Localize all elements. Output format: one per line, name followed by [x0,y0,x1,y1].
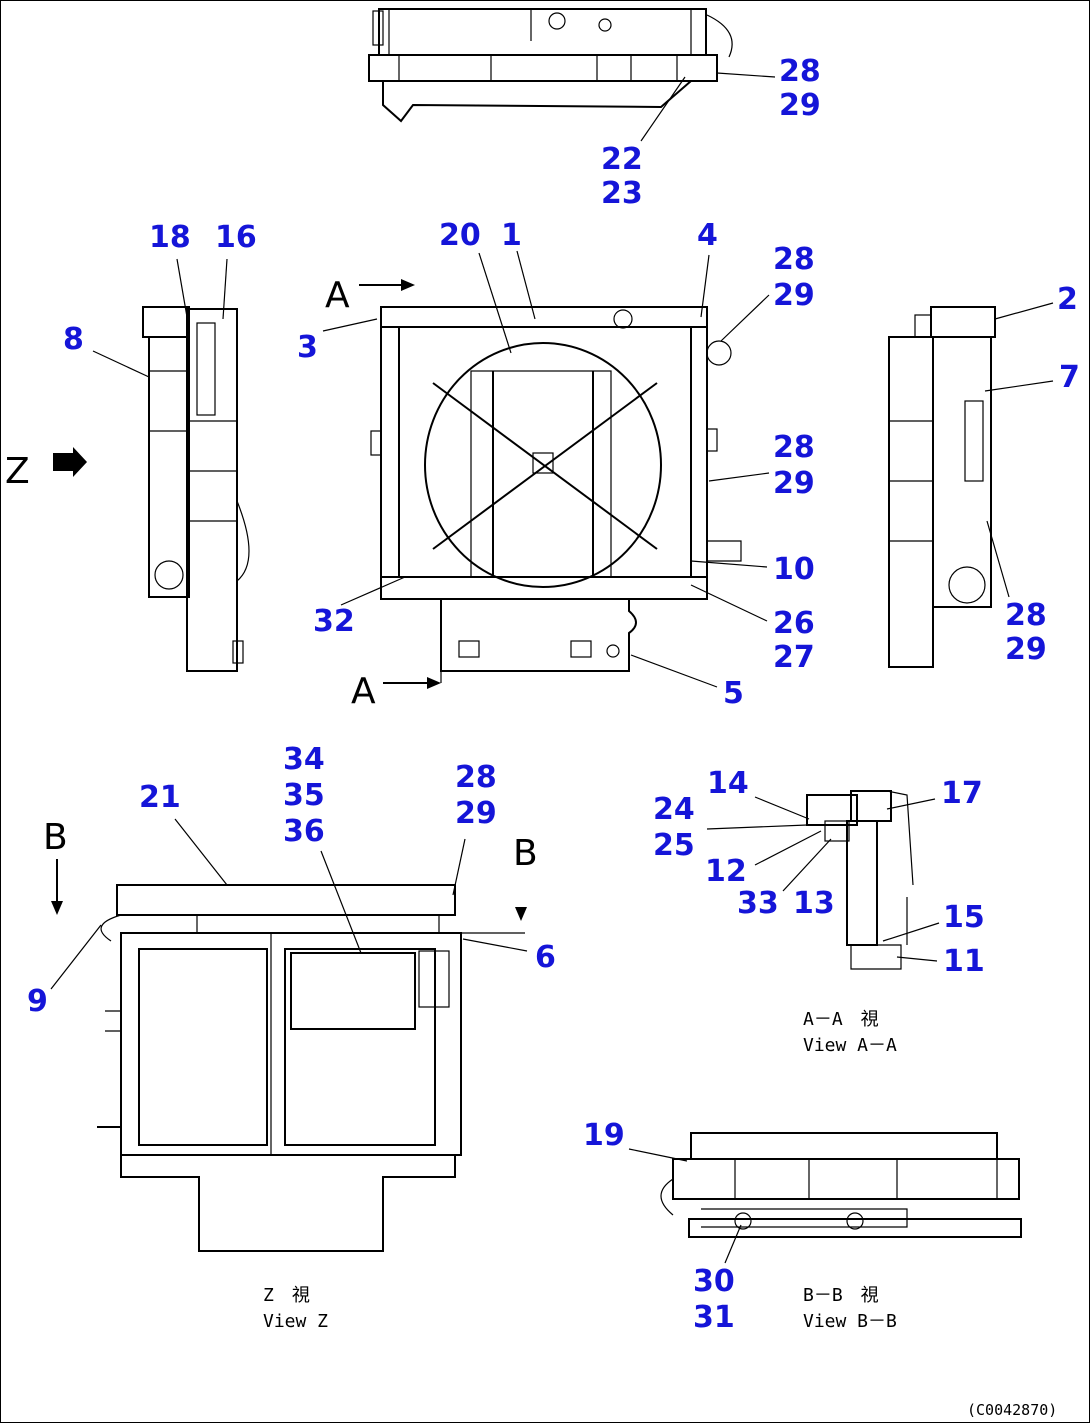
front-view [370,306,742,672]
caption-aa-jp: A－A 視 [803,1009,879,1030]
caption-z-en: View Z [263,1311,328,1332]
callout-23: 23 [601,176,643,211]
section-b-markers: B B [43,817,538,921]
callout-27: 27 [773,640,815,675]
callout-25: 25 [653,828,695,863]
callout-29: 29 [1005,632,1047,667]
arrow-right-icon [401,279,415,291]
callout-10: 10 [773,552,815,587]
callout-18: 18 [149,220,191,255]
callout-29: 29 [773,278,815,313]
callout-28: 28 [773,430,815,465]
callout-28: 28 [779,54,821,89]
arrow-right-icon [53,447,87,477]
callout-31: 31 [693,1300,735,1335]
callout-29: 29 [455,796,497,831]
view-mark-b-right: B [513,833,538,874]
callout-22: 22 [601,142,643,177]
callout-labels: 28 29 22 23 18 16 20 1 4 28 29 2 8 3 7 2… [27,54,1080,1335]
callout-11: 11 [943,944,985,979]
callout-24: 24 [653,792,695,827]
caption-z-jp: Z 視 [263,1285,310,1306]
callout-12: 12 [705,854,747,889]
callout-2: 2 [1057,282,1078,317]
view-mark-z: Z [5,451,30,492]
callout-32: 32 [313,604,355,639]
top-view [368,8,733,123]
callout-5: 5 [723,676,744,711]
callout-7: 7 [1059,360,1080,395]
drawing-code: (C0042870) [967,1401,1057,1419]
left-side-view [142,306,250,672]
leader-lines [50,72,1054,1264]
callout-3: 3 [297,330,318,365]
arrow-down-icon [51,901,63,915]
caption-aa-en: View A－A [803,1035,897,1056]
callout-6: 6 [535,940,556,975]
callout-9: 9 [27,984,48,1019]
view-mark-b-left: B [43,817,68,858]
caption-bb-en: View B－B [803,1311,897,1332]
arrow-right-icon [427,677,441,689]
view-z [97,884,525,1252]
section-b-b-view [660,1132,1022,1238]
callout-34: 34 [283,742,325,777]
z-arrow-marker: Z [5,447,87,492]
callout-16: 16 [215,220,257,255]
callout-29: 29 [779,88,821,123]
callout-28: 28 [455,760,497,795]
callout-33: 33 [737,886,779,921]
callout-20: 20 [439,218,481,253]
callout-14: 14 [707,766,749,801]
callout-35: 35 [283,778,325,813]
callout-26: 26 [773,606,815,641]
callout-13: 13 [793,886,835,921]
callout-30: 30 [693,1264,735,1299]
caption-bb-jp: B－B 視 [803,1285,879,1306]
section-a-a-view [806,790,914,970]
callout-8: 8 [63,322,84,357]
callout-15: 15 [943,900,985,935]
callout-36: 36 [283,814,325,849]
view-mark-a-bottom: A [351,671,376,712]
callout-21: 21 [139,780,181,815]
right-side-view [888,306,996,668]
callout-29: 29 [773,466,815,501]
view-mark-a-top: A [325,275,350,316]
callout-19: 19 [583,1118,625,1153]
callout-28: 28 [773,242,815,277]
callout-28: 28 [1005,598,1047,633]
callout-4: 4 [697,218,718,253]
callout-1: 1 [501,218,522,253]
arrow-down-icon [515,907,527,921]
callout-17: 17 [941,776,983,811]
section-a-markers: A A [325,275,442,712]
